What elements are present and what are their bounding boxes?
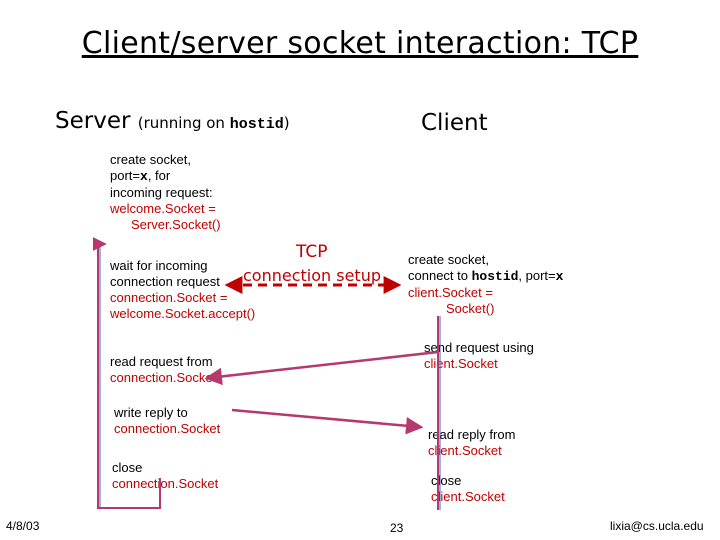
server-create-line2: port=x, for — [110, 168, 221, 185]
footer-page-number: 23 — [390, 521, 404, 535]
server-create-line3: incoming request: — [110, 185, 213, 200]
server-wait-line1: wait for incoming — [110, 258, 208, 273]
server-wait-line3: connection.Socket = — [110, 290, 228, 305]
server-port-prefix: port= — [110, 168, 140, 183]
client-send-line2: client.Socket — [424, 356, 498, 371]
tcp-label: TCP — [296, 242, 328, 262]
server-wait-step: wait for incoming connection request con… — [110, 258, 255, 322]
server-create-line1: create socket, — [110, 152, 191, 167]
slide-title: Client/server socket interaction: TCP — [81, 26, 639, 61]
server-host: hostid — [229, 116, 284, 133]
server-note: (running on hostid) — [137, 114, 290, 133]
server-create-line5: Server.Socket() — [131, 217, 221, 232]
server-create-line4: welcome.Socket = — [110, 201, 216, 216]
reply-arrow — [231, 408, 424, 435]
client-create-step: create socket, connect to hostid, port=x… — [408, 252, 563, 317]
client-connect-prefix: connect to — [408, 268, 472, 283]
client-port-prefix: , port= — [518, 268, 556, 283]
client-send-step: send request using client.Socket — [424, 340, 534, 372]
client-header: Client — [421, 110, 488, 136]
client-send-line1: send request using — [424, 340, 534, 355]
footer-date: 4/8/03 — [6, 519, 40, 533]
client-read-line2: client.Socket — [428, 443, 502, 458]
footer-email: lixia@cs.ucla.edu — [610, 519, 704, 533]
client-read-line1: read reply from — [428, 427, 516, 442]
server-note-suffix: ) — [283, 114, 290, 132]
server-close-line1: close — [112, 460, 143, 475]
server-port-suffix: , for — [147, 168, 171, 183]
server-read-line2: connection.Socket — [110, 370, 217, 385]
client-create-line2: connect to hostid, port=x — [408, 268, 563, 285]
server-write-step: write reply to connection.Socket — [114, 405, 220, 437]
server-note-prefix: (running on — [137, 114, 230, 132]
server-create-step: create socket, port=x, for incoming requ… — [110, 152, 221, 233]
server-read-step: read request from connection.Socket — [110, 354, 216, 386]
client-close-line2: client.Socket — [431, 489, 505, 504]
request-arrow — [204, 350, 439, 386]
server-read-line1: read request from — [110, 354, 213, 369]
server-header: Server (running on hostid) — [55, 108, 290, 134]
server-write-line2: connection.Socket — [114, 421, 221, 436]
client-create-line3: client.Socket = — [408, 285, 493, 300]
client-host: hostid — [471, 269, 519, 284]
server-timeline — [97, 245, 161, 509]
client-create-line4: Socket() — [446, 301, 495, 316]
server-close-step: close connection.Socket — [112, 460, 218, 492]
client-read-step: read reply from client.Socket — [428, 427, 515, 459]
client-create-line1: create socket, — [408, 252, 489, 267]
server-wait-line2: connection request — [110, 274, 220, 289]
server-write-line1: write reply to — [114, 405, 188, 420]
close-arrow — [150, 478, 392, 500]
server-wait-line4: welcome.Socket.accept() — [110, 306, 256, 321]
client-port-var: x — [555, 269, 564, 284]
server-label: Server — [55, 108, 131, 134]
server-close-line2: connection.Socket — [112, 476, 219, 491]
server-port-var: x — [140, 169, 148, 184]
